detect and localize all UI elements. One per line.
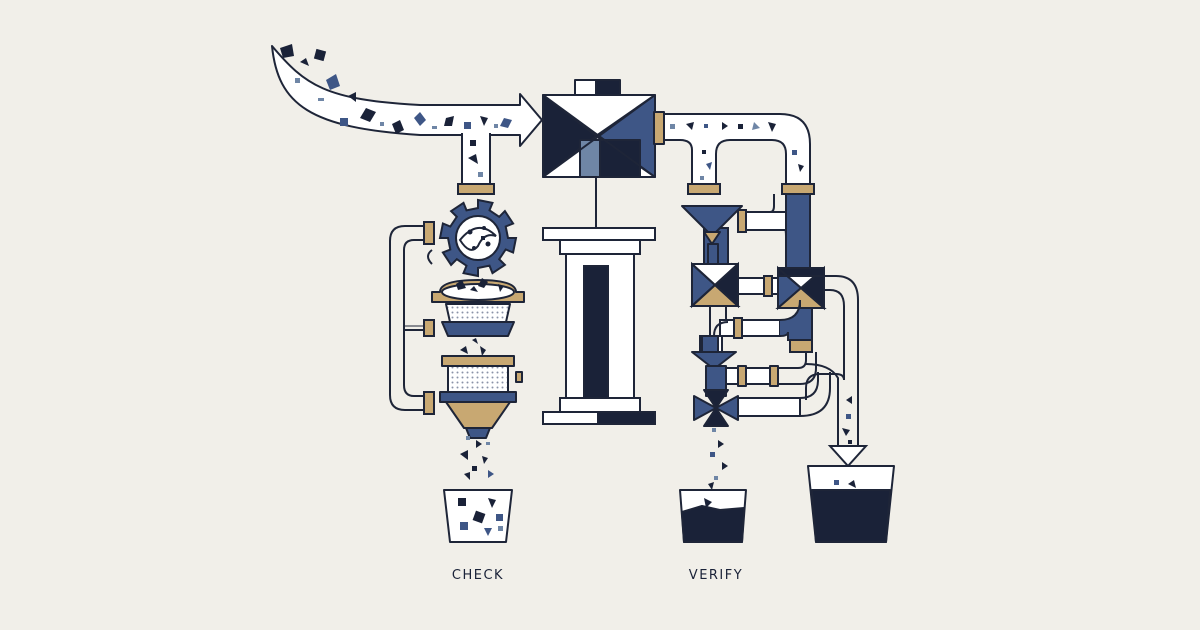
verify-cup-icon	[679, 489, 747, 543]
check-label: CHECK	[451, 568, 505, 583]
bucket-icon	[807, 465, 895, 543]
funnel-top-particles	[460, 338, 486, 356]
bucket-feed-pipe	[805, 275, 859, 446]
valve-left-icon	[689, 261, 741, 309]
sieve-particles	[456, 278, 504, 292]
right-outlet-pipe	[663, 113, 815, 195]
lower-funnel-valve-icon	[691, 351, 817, 397]
bucket-arrow	[827, 445, 869, 468]
verify-label: VERIFY	[688, 568, 744, 583]
lower-pipe-network	[699, 299, 813, 355]
pillar-icon	[542, 227, 656, 425]
inlet-pipe	[271, 45, 543, 147]
left-loop-connectors	[423, 221, 435, 415]
inlet-particles	[280, 44, 512, 177]
left-loop-pipe	[389, 225, 430, 411]
sieve-icon	[431, 279, 525, 337]
filter-funnel-icon	[439, 355, 523, 439]
check-cup-icon	[443, 489, 513, 543]
valve-connector	[737, 275, 779, 297]
central-valve-icon	[542, 79, 665, 178]
right-pipe-particles	[670, 122, 804, 180]
check-falling-particles	[460, 436, 494, 480]
bucket-falling-particles	[842, 396, 852, 444]
bowtie-valve-icon	[693, 372, 831, 427]
gear-icon	[438, 198, 518, 278]
verify-falling-particles	[708, 428, 728, 490]
funnel-valve-icon	[681, 205, 743, 265]
